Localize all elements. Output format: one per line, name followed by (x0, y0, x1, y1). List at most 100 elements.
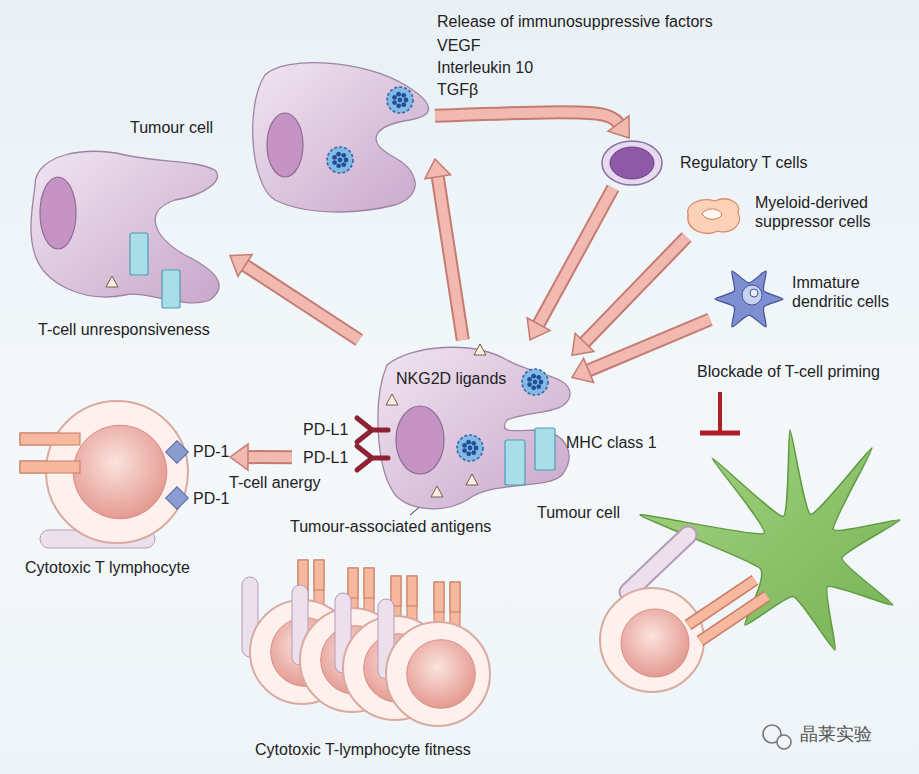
arrow-shaft-outline (435, 112, 620, 125)
antigen-triangle (431, 486, 443, 497)
idc-nucleolus (750, 289, 758, 297)
cell-figure (680, 195, 745, 237)
annotation-label: Tumour-associated antigens (290, 517, 491, 536)
granule-dot (471, 450, 476, 455)
t-cell-body (386, 622, 490, 726)
antigen-triangle (386, 394, 398, 405)
immature-dendritic-cell: Immature dendritic cells (710, 265, 788, 333)
t-cell-receptor (348, 568, 358, 598)
t-cell-marker (628, 535, 688, 592)
pd-1-receptor (166, 487, 189, 510)
granule-dot (466, 440, 471, 445)
granule-dot (341, 162, 346, 167)
granule-dot (531, 385, 536, 390)
granule-dot (398, 98, 403, 103)
block-arrow (435, 112, 629, 138)
arrow-head (572, 358, 594, 382)
cell-figure (20, 400, 230, 550)
cell-label: Immature dendritic cells (792, 273, 914, 311)
t-cell-receptor (688, 580, 755, 625)
arrow-shaft-outline (243, 264, 359, 340)
mdsc-body (688, 199, 740, 233)
secretory-granule (522, 369, 548, 395)
myeloid-suppressor-cell: Myeloid-derived suppressor cells (680, 195, 745, 237)
arrow-head (230, 444, 248, 470)
antigen-triangle (106, 276, 118, 287)
granule-dot (536, 384, 541, 389)
cell-label: VEGF (437, 36, 481, 55)
mdsc-nucleus (702, 209, 722, 220)
arrow-shaft (538, 188, 613, 326)
granule-dot (336, 163, 341, 168)
t-cell-receptor (407, 576, 417, 606)
cell-label: PD-1 (193, 442, 229, 461)
granule-body (457, 435, 483, 461)
annotation-label: Blockade of T-cell priming (697, 362, 880, 381)
t-cell-receptor (20, 433, 80, 445)
idc-nucleus (742, 285, 762, 305)
granule-dot (539, 380, 544, 385)
granule-dot (338, 158, 343, 163)
inhibition-stem (718, 392, 722, 432)
cell-outline (253, 63, 429, 212)
antigen-triangle (474, 344, 486, 355)
pd-l1-ligand (357, 418, 388, 442)
granule-dot (527, 377, 532, 382)
treg-body (602, 141, 662, 185)
icon-bubble (777, 735, 791, 749)
granule-body (387, 87, 413, 113)
granule-dot (466, 451, 471, 456)
arrow-shaft (246, 452, 292, 462)
block-arrow (572, 319, 710, 382)
regulatory-t-cell: Regulatory T cells (600, 138, 665, 188)
t-cell-receptor (364, 568, 374, 598)
granule-body (327, 147, 353, 173)
cell-outline (31, 151, 219, 303)
t-cell-receptor (700, 596, 767, 641)
secretory-granule (387, 87, 413, 113)
block-arrow (230, 444, 292, 470)
granule-dot (396, 92, 401, 97)
cell-label: Tumour cell (130, 118, 213, 137)
t-cell-nucleus (407, 640, 476, 709)
mhc-molecule (505, 440, 525, 485)
arrow-shaft-outline (538, 188, 613, 326)
pd-l1-ligand (357, 446, 388, 470)
annotation-label: MHC class 1 (566, 433, 657, 452)
t-cell-marker (628, 535, 688, 592)
cell-label: Release of immunosuppressive factors (437, 12, 713, 31)
cell-label: Cytotoxic T-lymphocyte fitness (255, 740, 471, 759)
arrow-shaft-outline (587, 319, 710, 371)
annotation-label: PD-L1 (303, 420, 348, 439)
granule-dot (531, 374, 536, 379)
cell-label: PD-1 (193, 489, 229, 508)
mhc-molecule (130, 233, 148, 275)
idc-body (715, 271, 783, 327)
watermark-icon (763, 725, 791, 749)
t-cell-receptor (688, 580, 755, 625)
cell-label: Regulatory T cells (680, 153, 807, 172)
arrow-shaft (583, 237, 686, 344)
arrow-shaft-outline (437, 175, 462, 340)
cell-figure (240, 560, 500, 735)
cell-figure (25, 145, 230, 310)
treg-nucleus (610, 147, 654, 179)
block-arrow (425, 159, 463, 340)
granule-dot (401, 93, 406, 98)
cell-outline (378, 347, 570, 508)
arrow-shaft (437, 175, 462, 340)
arrow-head (572, 333, 594, 355)
cell-label: T-cell unresponsiveness (38, 320, 210, 339)
granule-dot (332, 160, 337, 165)
cell-nucleus (267, 113, 303, 177)
t-cell-receptor (314, 560, 324, 590)
granule-dot (332, 155, 337, 160)
t-cell-receptor (391, 576, 401, 606)
granule-body (522, 369, 548, 395)
t-cell-receptor (700, 596, 767, 641)
cytotoxic-t-cell: PD-1PD-1Cytotoxic T lymphocyte (20, 400, 230, 550)
granule-dot (396, 103, 401, 108)
arrow-shaft-outline (246, 450, 292, 464)
cell-label: Cytotoxic T lymphocyte (25, 558, 190, 577)
